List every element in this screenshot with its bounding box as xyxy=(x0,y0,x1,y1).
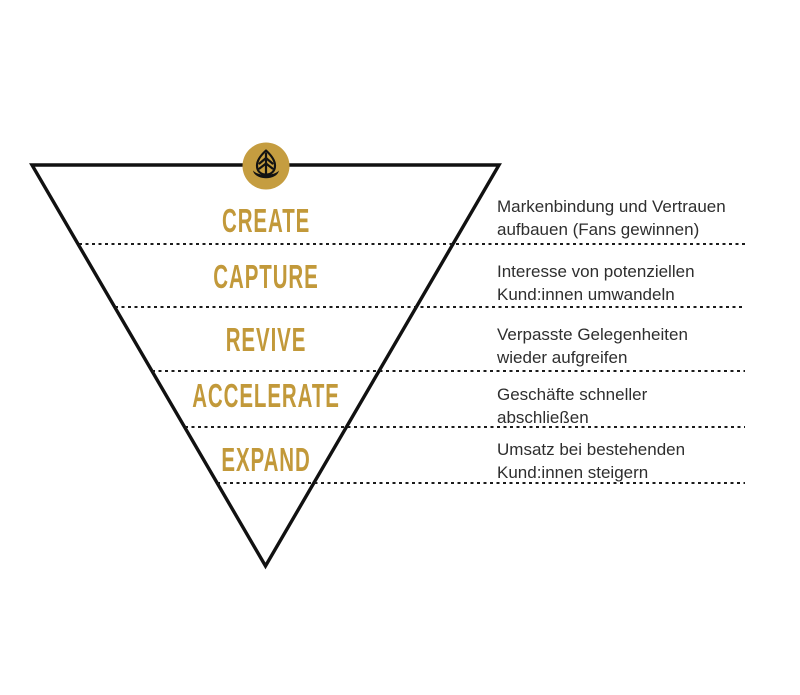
hop-leaf-icon xyxy=(253,149,279,179)
description-line: Umsatz bei bestehenden xyxy=(497,440,686,459)
stage-description-expand: Umsatz bei bestehenden Kund:innen steige… xyxy=(497,438,772,484)
stage-label-text: CREATE xyxy=(221,202,311,239)
stage-label-text: ACCELERATE xyxy=(192,377,340,414)
description-line: aufbauen (Fans gewinnen) xyxy=(497,220,700,239)
stage-description-accelerate: Geschäfte schneller abschließen xyxy=(497,383,772,429)
stage-description-revive: Verpasste Gelegenheiten wieder aufgreife… xyxy=(497,323,772,369)
description-line: wieder aufgreifen xyxy=(497,348,628,367)
stage-label-capture: CAPTURE xyxy=(0,260,532,293)
stage-label-text: EXPAND xyxy=(221,441,311,478)
stage-label-expand: EXPAND xyxy=(0,443,532,476)
stage-description-create: Markenbindung und Vertrauen aufbauen (Fa… xyxy=(497,195,772,241)
description-line: Interesse von potenziellen xyxy=(497,262,695,281)
description-line: Markenbindung und Vertrauen xyxy=(497,197,726,216)
stage-label-text: CAPTURE xyxy=(213,258,319,295)
description-line: Verpasste Gelegenheiten xyxy=(497,325,688,344)
stage-label-revive: REVIVE xyxy=(0,323,532,356)
stage-description-capture: Interesse von potenziellen Kund:innen um… xyxy=(497,260,772,306)
description-line: Geschäfte schneller xyxy=(497,385,648,404)
description-line: abschließen xyxy=(497,408,589,427)
stage-label-create: CREATE xyxy=(0,204,532,237)
description-line: Kund:innen steigern xyxy=(497,463,649,482)
stage-label-text: REVIVE xyxy=(225,321,307,358)
description-line: Kund:innen umwandeln xyxy=(497,285,675,304)
brand-badge xyxy=(242,142,290,190)
stage-label-accelerate: ACCELERATE xyxy=(0,379,532,412)
